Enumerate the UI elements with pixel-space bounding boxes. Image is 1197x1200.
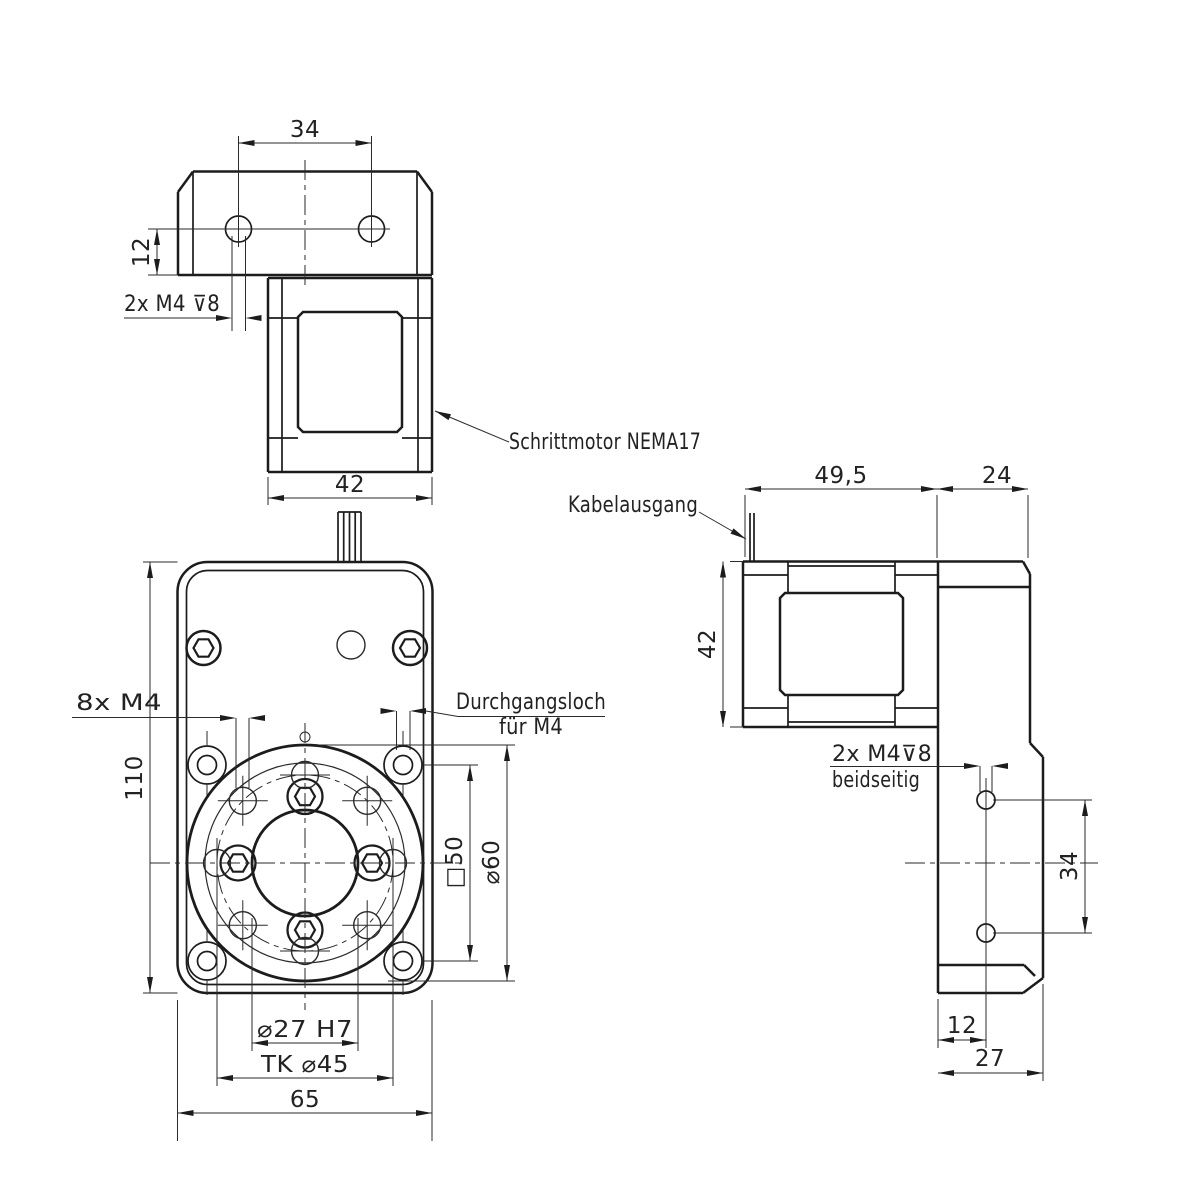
dim-bolt-circle: TK ⌀45 (260, 1052, 349, 1078)
side-view: Kabelausgang 49,5 24 42 2x M4⊽8 beidseit… (568, 463, 1098, 1081)
dim-front-height: 110 (122, 755, 148, 800)
label-8x-m4: 8x M4 (76, 691, 162, 716)
dim-bore-dia: ⌀27 H7 (257, 1017, 353, 1043)
dim-square-size: □50 (442, 836, 468, 889)
dim-side-hole-edge: 12 (947, 1013, 977, 1039)
front-view: 8x M4 110 Durchgangsloch für M4 □50 ⌀60 … (72, 511, 606, 1141)
dim-side-motor-depth: 49,5 (814, 463, 867, 489)
dim-top-edge-distance: 12 (129, 237, 155, 267)
dim-side-hole-spacing: 34 (1057, 851, 1083, 881)
label-through-hole-1: Durchgangsloch (456, 690, 606, 715)
dim-front-width: 65 (290, 1087, 320, 1113)
label-side-thread-1: 2x M4⊽8 (832, 742, 932, 767)
label-cable-outlet: Kabelausgang (568, 493, 698, 518)
top-view: 34 12 2x M4 ⊽8 42 Schrittmotor NEMA17 (124, 117, 701, 505)
dim-top-hole-spacing: 34 (290, 117, 320, 143)
dim-flange-dia: ⌀60 (479, 840, 505, 885)
dim-side-plate-depth: 24 (982, 463, 1012, 489)
label-motor-callout: Schrittmotor NEMA17 (509, 430, 701, 455)
label-through-hole-2: für M4 (499, 715, 563, 740)
label-top-thread-callout: 2x M4 ⊽8 (124, 292, 220, 317)
label-side-thread-2: beidseitig (832, 768, 920, 793)
dim-side-total-depth: 27 (975, 1046, 1005, 1072)
through-holes (187, 745, 423, 981)
dim-top-motor-width: 42 (335, 472, 365, 498)
dim-side-motor-height: 42 (695, 629, 721, 659)
